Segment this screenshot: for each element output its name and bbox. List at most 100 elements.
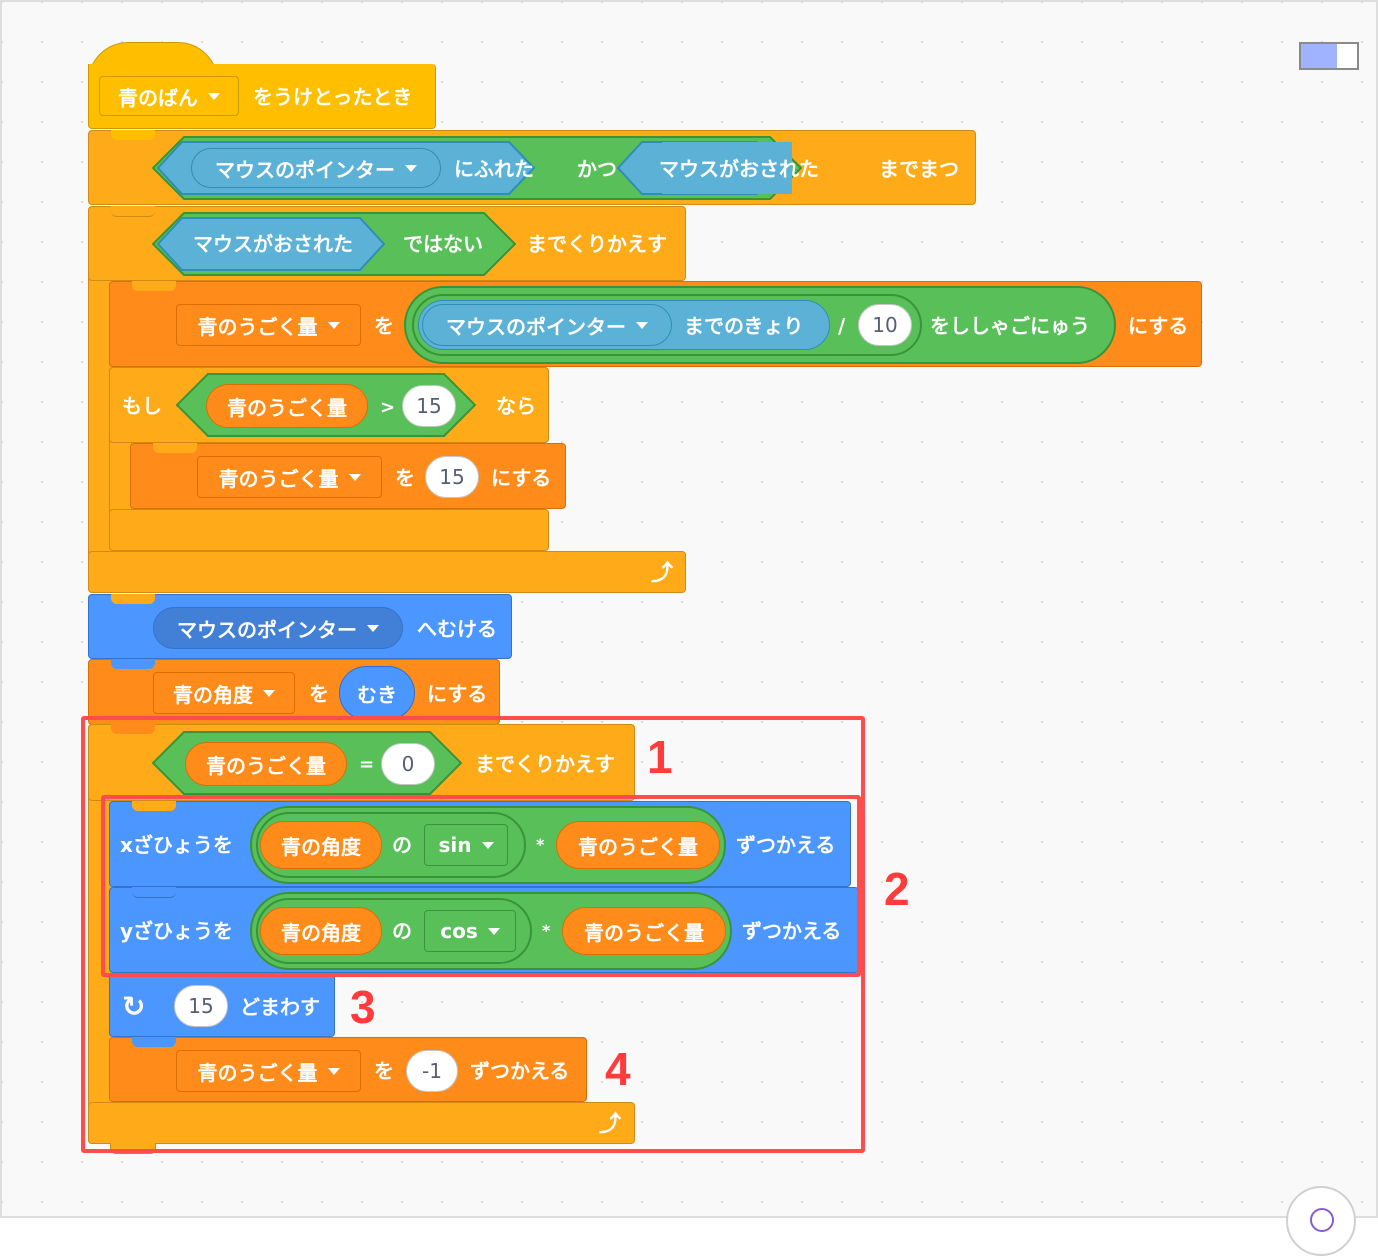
small-stage-icon [1301,44,1337,68]
point-target: マウスのポインター [177,617,357,642]
compare-value-input[interactable]: 0 [381,743,435,785]
broadcast-dropdown[interactable]: 青のばん [99,76,239,116]
annotation-label-4: 4 [605,1043,631,1095]
angle-reporter[interactable]: 青の角度 [260,907,382,955]
variable-dropdown[interactable]: 青のうごく量 [197,456,382,498]
set-variable-block[interactable]: 青のうごく量 を 15 にする [130,443,566,509]
point-suffix: へむける [417,617,497,641]
target-dropdown[interactable]: マウスのポインター [153,607,403,649]
variable-dropdown[interactable]: 青のうごく量 [176,304,361,346]
repeat-until-suffix: までくりかえす [527,232,667,256]
notch [111,130,155,140]
annotation-box-2 [101,795,861,977]
function-dropdown[interactable]: cos [424,910,516,952]
set-variable-block[interactable]: 青の角度 を むき にする [88,659,500,725]
change-x-block[interactable]: xざひょうを 青の角度 の sin * 青のうごく量 ずつかえる [109,801,851,887]
if-block[interactable]: もし 青のうごく量 > 15 なら [109,367,549,443]
change-x-prefix: xざひょうを [120,833,233,857]
notch [111,594,155,604]
angle-reporter[interactable]: 青の角度 [260,821,382,869]
variable-name: 青のうごく量 [197,314,318,339]
notch [132,1037,176,1047]
touching-label: にふれた [454,157,534,181]
degrees-value: 15 [188,994,214,1018]
variable-name: 青のうごく量 [227,395,347,420]
touching-target: マウスのポインター [215,157,395,182]
annotation-box-1 [81,716,865,1153]
variable-name: 青のうごく量 [218,466,339,491]
variable-name: 青の角度 [173,682,253,707]
and-label: かつ [577,157,617,181]
direction-reporter[interactable]: むき [339,666,415,720]
chevron-down-icon [327,321,340,329]
annotation-label-1: 1 [647,731,673,783]
not-operator[interactable] [152,212,516,276]
divisor-value: 10 [872,313,898,337]
notch [111,659,155,669]
annotation-label-3: 3 [350,981,376,1033]
wait-until-block[interactable]: マウスのポインター にふれた かつ マウスがおされた までまつ [88,130,976,205]
multiply-sign: * [542,921,551,940]
notch [132,973,176,983]
of-label: の [392,833,412,857]
change-y-suffix: ずつかえる [742,919,842,943]
to-label: を [374,1059,394,1083]
change-variable-block[interactable]: 青のうごく量 を -1 ずつかえる [109,1037,587,1102]
zoom-reset-button[interactable] [1286,1186,1356,1256]
point-towards-block[interactable]: マウスのポインター へむける [88,594,512,659]
turn-block[interactable]: ↻ 15 どまわす [109,973,335,1037]
notch [153,443,197,453]
repeat-until-block[interactable]: マウスがおされた ではない までくりかえす [88,206,686,281]
notch [132,801,176,811]
change-value-input[interactable]: -1 [406,1050,458,1092]
equals-sign: = [359,754,375,775]
chevron-down-icon [208,92,220,100]
target-dropdown[interactable]: マウスのポインター [422,304,672,346]
to-label: を [395,466,415,490]
variable-name: 青のうごく量 [206,753,326,778]
speed-reporter[interactable]: 青のうごく量 [562,907,726,955]
set-variable-block[interactable]: 青のうごく量 を をししゃごにゅう マウスのポインター までのきょり / 10 … [109,281,1202,367]
repeat-until-block[interactable]: 青のうごく量 = 0 までくりかえす [88,724,635,801]
distance-label: までのきょり [684,314,804,338]
speed-reporter[interactable]: 青のうごく量 [556,821,720,869]
angle-var: 青の角度 [281,920,361,945]
rotate-right-icon: ↻ [122,990,146,1023]
divide-sign: / [838,314,846,338]
variable-dropdown[interactable]: 青のうごく量 [176,1050,361,1092]
notch [132,887,176,898]
variable-reporter[interactable]: 青のうごく量 [206,384,368,428]
value-input[interactable]: 15 [425,456,479,498]
turn-suffix: どまわす [240,995,320,1019]
chevron-down-icon [481,841,494,849]
set-suffix: にする [427,682,488,706]
compare-sign: > [380,397,396,418]
loop-arrow-icon: ⤴ [599,1112,622,1137]
round-label: をししゃごにゅう [930,314,1090,338]
touching-dropdown[interactable]: マウスのポインター [191,148,441,188]
change-y-block[interactable]: yざひょうを 青の角度 の cos * 青のうごく量 ずつかえる [109,887,859,973]
set-suffix: にする [491,466,552,490]
function-name: sin [438,833,472,857]
notch [132,281,176,291]
change-value: -1 [422,1059,442,1083]
variable-reporter[interactable]: 青のうごく量 [185,742,347,786]
compare-value: 0 [401,752,415,776]
change-suffix: ずつかえる [470,1059,570,1083]
degrees-input[interactable]: 15 [174,985,228,1027]
repeat-until-suffix: までくりかえす [475,752,615,776]
direction-label: むき [357,682,397,707]
function-dropdown[interactable]: sin [424,824,508,866]
compare-value-input[interactable]: 15 [402,385,456,427]
stage-size-toggle[interactable] [1299,42,1359,70]
notch [111,206,155,217]
variable-dropdown[interactable]: 青の角度 [153,672,295,714]
compare-value: 15 [416,394,442,418]
when-receive-hat-block[interactable]: 青のばん をうけとったとき [88,64,436,129]
divisor-input[interactable]: 10 [858,304,912,346]
set-value: 15 [439,465,465,489]
broadcast-dropdown-label: 青のばん [118,85,198,110]
notch [111,724,155,734]
set-suffix: にする [1128,314,1189,338]
